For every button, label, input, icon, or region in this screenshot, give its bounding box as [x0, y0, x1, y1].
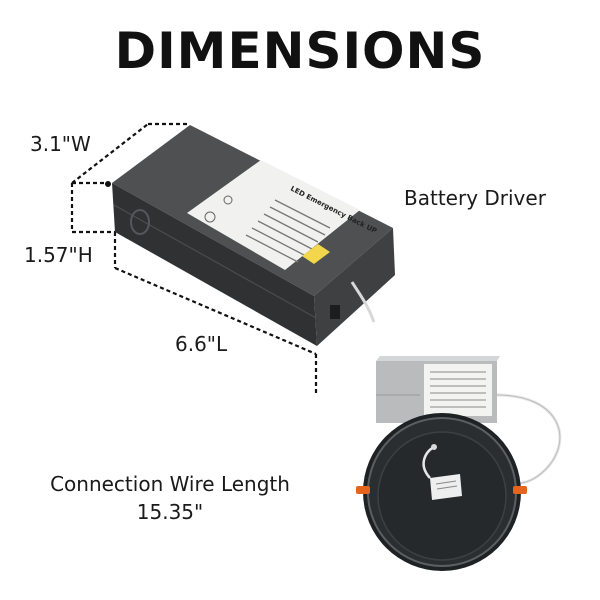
connection-wire-label: Connection Wire Length	[50, 472, 290, 496]
box-front-face	[112, 183, 317, 346]
recycle-bin-icon	[223, 195, 233, 205]
mounting-clip-left	[356, 486, 370, 494]
certification-mark-icon	[204, 211, 216, 223]
height-dimension-label: 1.57"H	[24, 243, 93, 267]
mounting-clip-right	[513, 486, 527, 494]
output-wire	[350, 281, 376, 323]
width-dimension-label: 3.1"W	[30, 132, 91, 156]
page-title: DIMENSIONS	[114, 22, 486, 80]
dimension-lines	[70, 122, 318, 393]
sticker-text-lines	[245, 199, 331, 263]
length-dimension-line	[114, 266, 317, 356]
battery-driver-box: LED Emergency Back UP Made in China	[112, 125, 395, 346]
test-switch	[330, 305, 340, 319]
width-dimension-line	[71, 123, 149, 184]
sticker-warning-patch	[302, 244, 330, 264]
battery-driver-label: Battery Driver	[404, 186, 546, 210]
length-dimension-label: 6.6"L	[175, 332, 228, 356]
connection-wire-length: Connection Wire Length 15.35"	[30, 470, 310, 526]
knockout-hole	[130, 209, 150, 235]
box-label-sticker	[187, 160, 360, 270]
downlight-fixture	[356, 413, 527, 571]
dimension-dot	[105, 181, 111, 187]
small-battery-driver	[376, 356, 562, 486]
connection-wire-value: 15.35"	[136, 500, 204, 524]
fixture-label	[430, 474, 462, 500]
